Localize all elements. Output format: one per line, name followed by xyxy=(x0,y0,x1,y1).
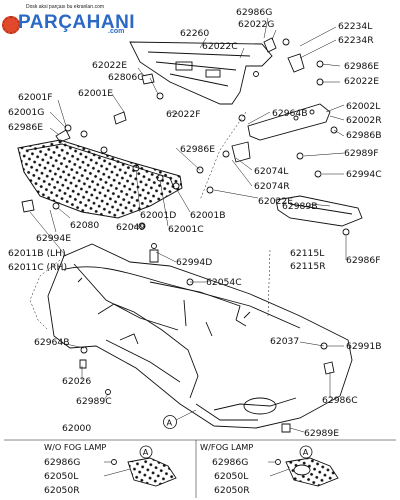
label-62994d: 62994D xyxy=(176,257,212,268)
label-62022e-mid: 62022E xyxy=(258,196,293,207)
label-62964b-bottom: 62964B xyxy=(34,337,70,348)
label-62022c: 62022C xyxy=(202,41,238,52)
inset-without-fog-lamp: W/O FOG LAMP A 62986G 62050L 62050R xyxy=(44,442,177,496)
label-62001b: 62001B xyxy=(190,210,226,221)
inset-right-62050r: 62050R xyxy=(214,485,250,496)
label-62986c: 62986C xyxy=(322,395,358,406)
inset-right-title: W/FOG LAMP xyxy=(200,442,253,452)
label-62001f: 62001F xyxy=(18,92,53,103)
bumper-cover xyxy=(47,243,353,433)
label-62022e-right: 62022E xyxy=(344,76,379,87)
label-62986e-left: 62986E xyxy=(8,122,43,133)
side-reflector xyxy=(275,195,363,236)
label-62964b-top: 62964B xyxy=(272,108,308,119)
label-62022e-top: 62022E xyxy=(92,60,127,71)
inset-left-62050l: 62050L xyxy=(44,471,79,482)
label-62022f: 62022F xyxy=(166,109,201,120)
label-62074l: 62074L xyxy=(254,166,289,177)
label-62115r: 62115R xyxy=(290,261,326,272)
label-62001g: 62001G xyxy=(8,107,44,118)
front-grille xyxy=(17,139,183,219)
label-62991b: 62991B xyxy=(346,341,382,352)
label-62115l: 62115L xyxy=(290,248,325,259)
label-62989e: 62989E xyxy=(304,428,339,439)
upper-support-beam xyxy=(129,41,273,105)
label-62037: 62037 xyxy=(270,336,299,347)
logo-domain: .com xyxy=(108,28,125,35)
top-clips xyxy=(253,37,324,86)
label-62806c: 62806C xyxy=(108,72,144,83)
label-62074r: 62074R xyxy=(254,181,290,192)
label-62989b: 62989B xyxy=(282,201,318,212)
label-62002l: 62002L xyxy=(346,101,381,112)
label-62986e-right: 62986E xyxy=(344,61,379,72)
label-62994c: 62994C xyxy=(346,169,382,180)
label-62260: 62260 xyxy=(180,28,209,39)
part-labels: 62260 62986G 62022G 62234L 62234R 62022C… xyxy=(8,7,382,439)
side-bracket xyxy=(238,103,338,160)
label-62001e: 62001E xyxy=(78,88,113,99)
label-62049: 62049 xyxy=(116,222,145,233)
inset-right-callout: A xyxy=(303,447,309,457)
label-62986f: 62986F xyxy=(346,255,381,266)
upper-left-clips xyxy=(113,73,164,125)
label-62989f: 62989F xyxy=(344,148,379,159)
label-62011c: 62011C (RH) xyxy=(8,262,67,273)
inset-panels: W/O FOG LAMP A 62986G 62050L 62050R W/FO… xyxy=(4,439,396,498)
inset-right-62986g: 62986G xyxy=(212,457,248,468)
inset-left-62050r: 62050R xyxy=(44,485,80,496)
label-62989c: 62989C xyxy=(76,396,112,407)
inset-with-fog-lamp: W/FOG LAMP A 62986G 62050L 62050R xyxy=(200,442,339,496)
gear-icon xyxy=(2,16,20,34)
label-62986g-top: 62986G xyxy=(236,7,272,18)
label-62080: 62080 xyxy=(70,220,99,231)
label-62054c: 62054C xyxy=(206,277,242,288)
inset-left-callout: A xyxy=(143,447,149,457)
label-62234r: 62234R xyxy=(338,35,374,46)
callout-a: A xyxy=(163,409,197,429)
label-62994e: 62994E xyxy=(36,233,71,244)
label-62986e-mid: 62986E xyxy=(180,144,215,155)
center-bracket xyxy=(222,141,322,178)
label-62026: 62026 xyxy=(62,376,91,387)
label-62000: 62000 xyxy=(62,423,91,434)
site-logo[interactable]: Dosk aksi parçası bu ekranları.com PARÇA… xyxy=(2,2,136,46)
label-62001d: 62001D xyxy=(140,210,176,221)
logo-name: PARÇAHANI xyxy=(18,12,136,33)
inset-left-title: W/O FOG LAMP xyxy=(44,442,106,452)
label-62986b: 62986B xyxy=(346,130,382,141)
label-62234l: 62234L xyxy=(338,21,373,32)
label-62011b: 62011B (LH) xyxy=(8,248,66,259)
inset-right-62050l: 62050L xyxy=(214,471,249,482)
leader-lines xyxy=(29,17,347,433)
label-62022g: 62022G xyxy=(238,19,274,30)
callout-a-label: A xyxy=(167,418,173,428)
inset-left-62986g: 62986G xyxy=(44,457,80,468)
label-62002r: 62002R xyxy=(346,115,382,126)
logo-tagline: Dosk aksi parçası bu ekranları.com xyxy=(26,4,105,10)
label-62001c: 62001C xyxy=(168,224,204,235)
